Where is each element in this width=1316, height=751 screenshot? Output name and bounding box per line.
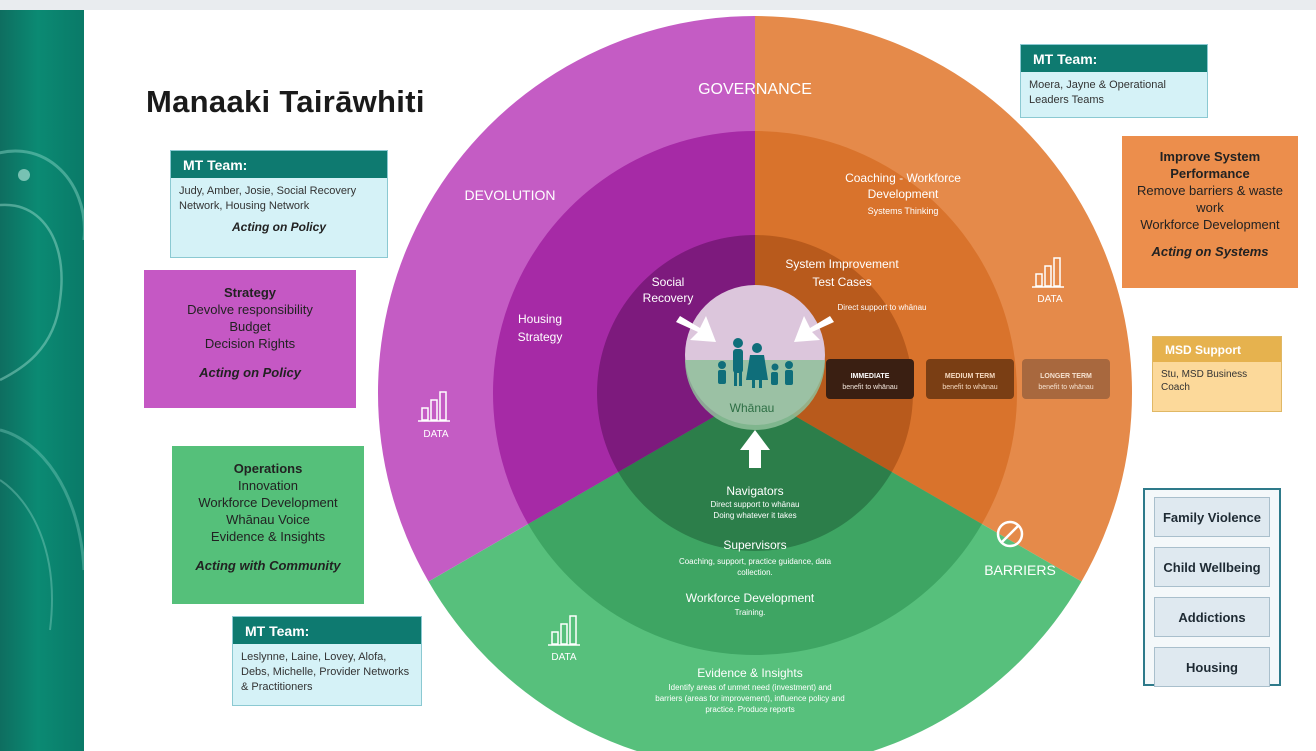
system-improvement-label: System Improvement [785,257,899,271]
issues-panel: Family Violence Child Wellbeing Addictio… [1143,488,1281,687]
operations-heading: Operations [233,461,303,476]
medium-term-box: MEDIUM TERM benefit to whānau [926,359,1014,399]
data-label-purple: DATA [423,429,449,440]
improve-line-3: Workforce Development [1140,217,1280,232]
green-inner-sector [618,393,892,551]
strategy-box: Strategy Devolve responsibility Budget D… [144,270,356,408]
decorative-band [0,10,84,751]
mt-team-members: Leslynne, Laine, Lovey, Alofa, Debs, Mic… [241,651,410,693]
system-improvement-sublabel: Direct support to whānau [838,303,927,312]
devolution-label: DEVOLUTION [464,187,555,203]
mt-team-header: MT Team: [233,617,421,644]
housing-strategy-label: Housing [518,312,562,326]
system-improvement-label-2: Test Cases [812,275,871,289]
supervisors-sublabel-1: Coaching, support, practice guidance, da… [679,557,832,566]
immediate-term-box: IMMEDIATE benefit to whānau [826,359,914,399]
mt-team-header: MT Team: [1021,45,1207,72]
operations-line-1: Innovation [238,478,298,493]
coaching-sublabel: Systems Thinking [868,206,939,216]
evidence-sublabel-2: barriers (areas for improvement), influe… [655,694,844,703]
arrow-social-recovery-icon [676,316,716,342]
svg-text:benefit to whānau: benefit to whānau [942,384,997,391]
svg-text:LONGER TERM: LONGER TERM [1040,373,1092,380]
evidence-label: Evidence & Insights [697,666,802,680]
slide: Manaaki Tairāwhiti [0,10,1316,751]
barriers-label: BARRIERS [984,562,1056,578]
mt-team-header: MT Team: [171,151,387,178]
mt-team-members: Moera, Jayne & Operational Leaders Teams [1029,79,1166,106]
strategy-footer: Acting on Policy [199,365,301,380]
coaching-label-2: Development [868,187,939,201]
msd-support-header: MSD Support [1153,337,1281,362]
social-recovery-label-2: Recovery [643,291,694,305]
improve-heading: Improve System [1159,149,1261,164]
page-title: Manaaki Tairāwhiti [146,84,425,119]
workforce-sublabel: Training. [735,608,766,617]
navigators-sublabel-2: Doing whatever it takes [713,511,796,520]
strategy-line-3: Decision Rights [204,336,296,351]
supervisors-sublabel-2: collection. [737,568,773,577]
svg-text:MEDIUM TERM: MEDIUM TERM [945,373,995,380]
data-icon-orange [1032,257,1064,288]
improve-footer: Acting on Systems [1151,244,1269,259]
mt-team-footer: Acting on Policy [231,220,326,234]
mt-team-policy-box: MT Team: Judy, Amber, Josie, Social Reco… [170,150,388,258]
msd-support-box: MSD Support Stu, MSD Business Coach [1152,336,1282,412]
data-icon-green [548,615,580,646]
navigators-label: Navigators [726,484,783,498]
strategy-line-1: Devolve responsibility [187,302,313,317]
svg-text:IMMEDIATE: IMMEDIATE [851,373,890,380]
mt-team-practitioners-box: MT Team: Leslynne, Laine, Lovey, Alofa, … [232,616,422,706]
evidence-sublabel-1: Identify areas of unmet need (investment… [668,683,831,692]
navigators-sublabel-1: Direct support to whānau [711,500,800,509]
mt-team-operational-box: MT Team: Moera, Jayne & Operational Lead… [1020,44,1208,118]
operations-footer: Acting with Community [195,558,341,573]
operations-line-2: Workforce Development [198,495,338,510]
operations-line-4: Evidence & Insights [210,529,326,544]
wheel-diagram: IMMEDIATE benefit to whānau MEDIUM TERM … [377,16,1133,751]
barriers-no-entry-icon [996,520,1024,548]
improve-line-1: Remove barriers & waste [1137,183,1283,198]
data-label-green: DATA [551,652,577,663]
issue-housing: Housing [1154,647,1270,687]
svg-text:benefit to whānau: benefit to whānau [1038,384,1093,391]
svg-text:benefit to whānau: benefit to whānau [842,384,897,391]
operations-box: Operations Innovation Workforce Developm… [172,446,364,604]
governance-label: GOVERNANCE [698,81,812,98]
issue-family-violence: Family Violence [1154,497,1270,537]
msd-support-body: Stu, MSD Business Coach [1161,369,1248,393]
improve-system-box: Improve System Performance Remove barrie… [1122,136,1298,288]
strategy-line-2: Budget [229,319,271,334]
whanau-label: Whānau [730,401,775,415]
mt-team-members: Judy, Amber, Josie, Social Recovery Netw… [179,185,357,212]
coaching-label: Coaching - Workforce [845,171,961,185]
data-label-orange: DATA [1037,294,1063,305]
supervisors-label: Supervisors [723,538,786,552]
arrow-navigators-icon [740,430,770,468]
housing-strategy-label-2: Strategy [518,330,563,344]
social-recovery-label: Social [652,275,685,289]
family-icon [718,338,793,388]
evidence-sublabel-3: practice. Produce reports [705,705,794,714]
improve-line-2: work [1196,200,1224,215]
improve-heading-2: Performance [1170,166,1250,181]
operations-line-3: Whānau Voice [226,512,310,527]
longer-term-box: LONGER TERM benefit to whānau [1022,359,1110,399]
koru-pattern-icon [0,149,84,631]
arrow-system-improvement-icon [794,316,834,342]
issue-addictions: Addictions [1154,597,1270,637]
issue-child-wellbeing: Child Wellbeing [1154,547,1270,587]
workforce-label: Workforce Development [686,591,815,605]
strategy-heading: Strategy [223,285,277,300]
data-icon-purple [418,391,450,422]
